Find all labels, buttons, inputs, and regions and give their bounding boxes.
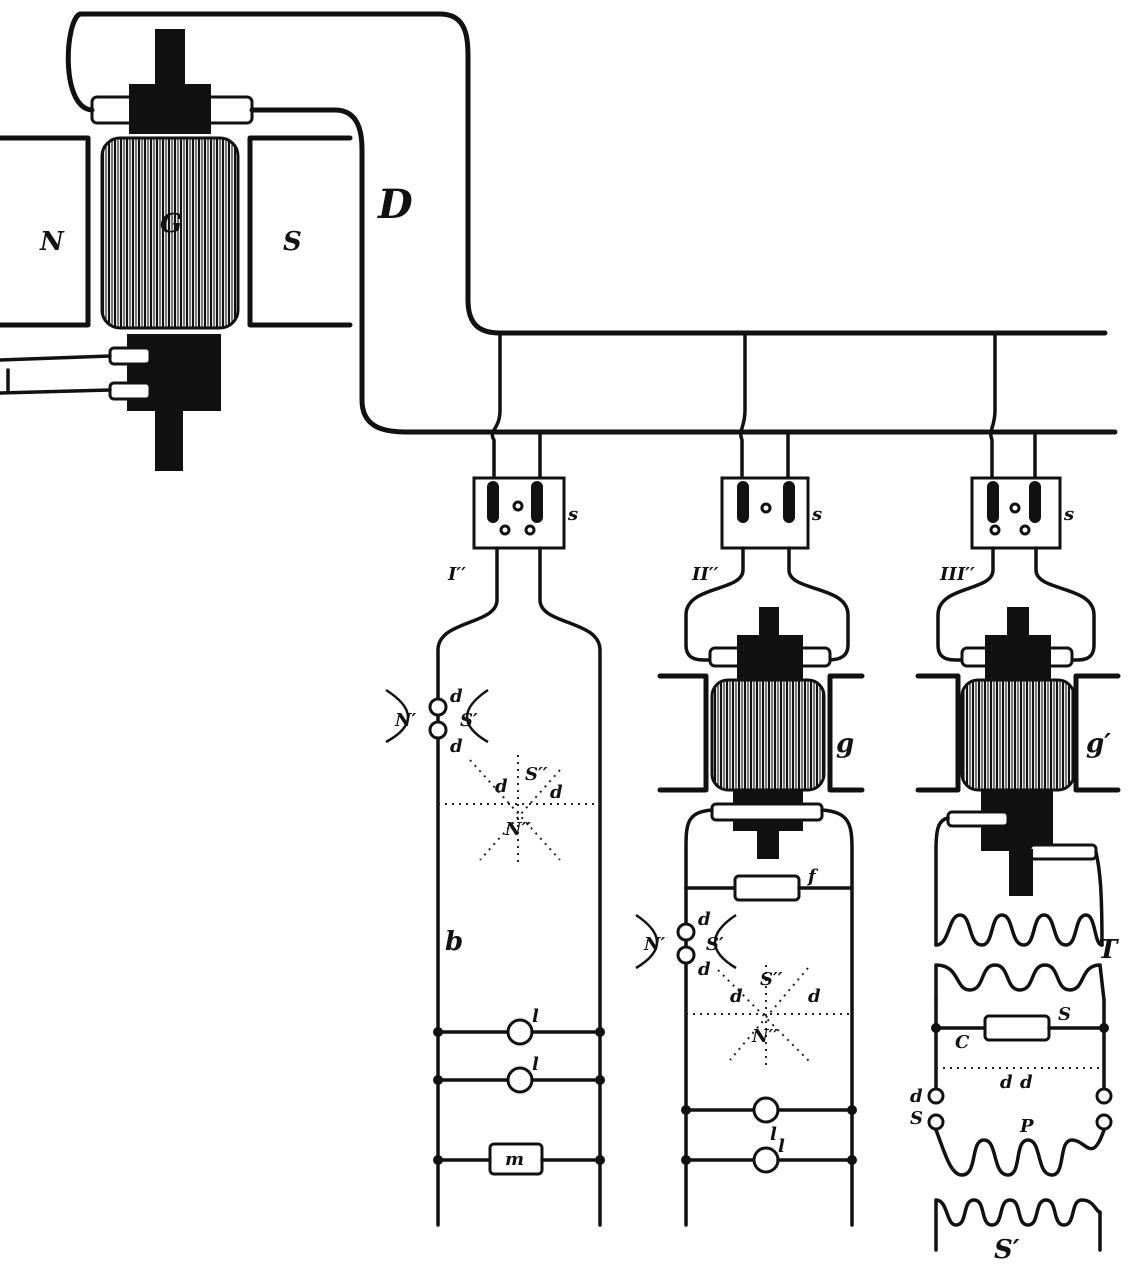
coil-f-row[interactable]: f [684, 866, 854, 902]
transformer-label: T [1098, 935, 1119, 965]
lamp-row-4[interactable]: l [681, 1136, 857, 1174]
south-pole-piece [247, 135, 353, 328]
arc-n1-label: N′ [394, 710, 416, 731]
meter-row[interactable]: m [433, 1142, 605, 1176]
circuit-2-label: II′′ [691, 564, 719, 585]
arc-d-label-7: d [730, 986, 743, 1007]
field-lines-2: S′′ d d N′′ [686, 965, 852, 1065]
arc-s1-label: S′ [460, 710, 478, 731]
arc-n1-label-2: N′ [643, 934, 665, 955]
lamp-l-label-2: l [532, 1054, 539, 1075]
motor-g-prime-label: g′ [1086, 729, 1111, 759]
lamp-row-1[interactable]: l [433, 1006, 605, 1046]
arc-d-label-4: d [550, 782, 563, 803]
arc-d-label-1: d [450, 686, 463, 707]
arc-d-label-10: d [1020, 1072, 1033, 1093]
secondary-bottom: S′ [934, 1198, 1102, 1264]
secondary-s-label: S [1058, 1004, 1071, 1025]
arc-s1-label-2: S′ [706, 934, 724, 955]
main-generator: N G S [0, 29, 353, 471]
north-pole-label: N [39, 227, 65, 257]
arc-s2-label-2: S′′ [760, 969, 783, 990]
lamp-line-label: b [445, 927, 463, 957]
generator-armature [100, 136, 240, 330]
motor-g: g [657, 607, 865, 859]
motor-g-prime: g′ [915, 607, 1121, 896]
upper-commutator [129, 84, 211, 134]
lamp-l-label-4: l [778, 1136, 785, 1157]
secondary-bottom-label: S′ [994, 1235, 1020, 1264]
arc-d-label-5: d [698, 909, 711, 930]
transformer-primary: T [934, 913, 1119, 965]
arc-s-label-3: S [910, 1108, 923, 1129]
lamp-row-3[interactable]: l [681, 1096, 857, 1145]
lamp-row-2[interactable]: l [433, 1054, 605, 1094]
arc-d-label-9: d [1000, 1072, 1013, 1093]
feeder-label: D [377, 181, 413, 228]
coil-f-label: f [806, 866, 819, 887]
motor-g-label: g [836, 729, 854, 759]
circuit-1-label: I′′ [447, 564, 466, 585]
circuit-3-label: III′′ [939, 564, 975, 585]
south-pole-label: S [283, 227, 302, 257]
arc-n2-label: N′′ [504, 819, 531, 840]
circuit-1: N′ S′ d d S′′ d d N′′ b l [385, 546, 605, 1227]
arc-d-label-6: d [698, 959, 711, 980]
coil-p: P [934, 1116, 1106, 1177]
switch-2-label: s [811, 504, 822, 525]
circuit-2: g f N′ S′ d d S′′ d d [635, 546, 865, 1227]
switch-1-label: s [567, 504, 578, 525]
field-lines-1: S′′ d d N′′ [438, 755, 600, 865]
lamp-l-label-1: l [532, 1006, 539, 1027]
generator-label: G [160, 209, 182, 239]
switch-3-label: s [1063, 504, 1074, 525]
arc-d-label-8: d [808, 986, 821, 1007]
arc-d-label-3: d [495, 776, 508, 797]
arc-d-label-2: d [450, 736, 463, 757]
switch-1[interactable]: s [472, 476, 578, 550]
lamp-l-label-3: l [770, 1124, 777, 1145]
condenser-label: C [955, 1032, 970, 1053]
switch-3[interactable]: s [970, 476, 1074, 550]
switch-2[interactable]: s [720, 476, 822, 550]
arc-lamp-2: N′ S′ d d [635, 909, 737, 980]
circuit-3: g′ T S C d d d S [910, 546, 1121, 1264]
coil-p-label: P [1019, 1116, 1034, 1137]
north-pole-piece [0, 135, 91, 328]
arc-lamp-1: N′ S′ d d [385, 686, 489, 757]
arc-s2-label: S′′ [525, 764, 548, 785]
arc-n2-label-2: N′′ [751, 1026, 778, 1047]
transformer-secondary: S C d d d S [910, 963, 1113, 1131]
feeder-lines: D [65, 11, 1118, 482]
arc-d-label-11: d [910, 1086, 923, 1107]
meter-label: m [505, 1149, 524, 1170]
